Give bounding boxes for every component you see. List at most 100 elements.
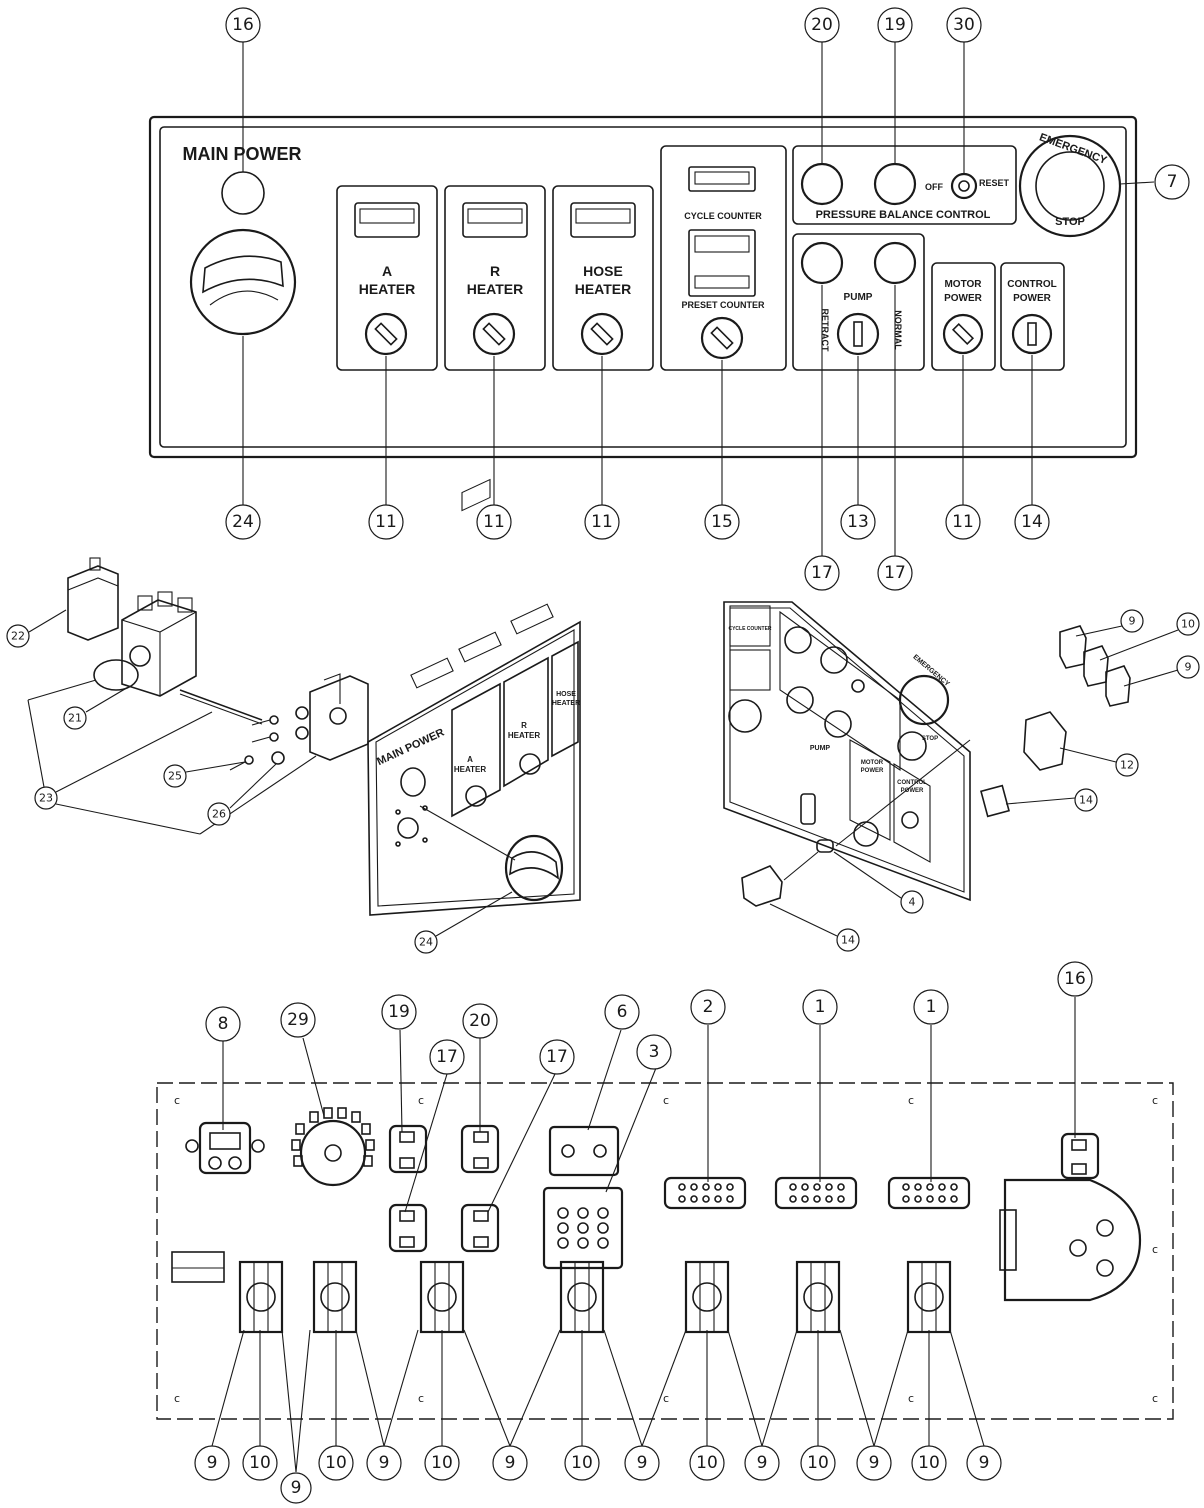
heater-hose-selector-switch [580,312,624,356]
emergency-stop-button: EMERGENCY STOP [1018,131,1122,238]
callout-label: 11 [483,512,505,532]
mount-mark: c [1152,1392,1158,1405]
contact-block-stack [906,1260,952,1334]
exp-cycle-label: CYCLE COUNTER [728,626,771,632]
callout-label: 20 [469,1011,491,1031]
callout-label: 10 [696,1453,718,1473]
callout-label: 9 [207,1453,218,1473]
front-panel: MAIN POWER A HEATER R HEATER [148,115,1138,459]
callout-label: 20 [811,15,833,35]
callout-circle: 1 [802,989,838,1025]
lamp-holder [460,1124,500,1174]
callout-label: 2 [703,997,714,1017]
callout-label: 25 [168,770,182,783]
callout-circle: 14 [836,928,860,952]
retract-label: RETRACT [820,309,830,352]
pump-gauge-left [800,241,844,285]
callout-label: 8 [218,1014,229,1034]
pressure-gauge-left [800,162,844,206]
callout-label: 15 [711,512,733,532]
callout-circle: 8 [205,1006,241,1042]
callout-circle: 25 [163,764,187,788]
pilot-light-base [185,1121,265,1175]
callout-label: 19 [884,15,906,35]
cycle-counter-label: CYCLE COUNTER [684,211,762,221]
pressure-balance-module: OFF RESET PRESSURE BALANCE CONTROL [792,145,1017,225]
mount-mark: c [174,1392,180,1405]
contact-block-stack [238,1260,284,1334]
control-power-switch [1011,313,1053,355]
mounting-screws [229,706,309,771]
callout-label: 11 [952,512,974,532]
callout-label: 10 [249,1453,271,1473]
preset-counter-switch [700,316,744,360]
motor-power-switch [942,313,984,355]
callout-label: 9 [869,1453,880,1473]
callout-label: 17 [546,1047,568,1067]
main-power-label: MAIN POWER [183,144,302,164]
callout-label: 24 [419,936,433,949]
callout-label: 1 [815,997,826,1017]
exp-pump-label: PUMP [810,745,831,752]
exp-motor-2: POWER [861,768,884,774]
callout-circle: 29 [280,1002,316,1038]
callout-circle: 10 [424,1445,460,1481]
callout-label: 9 [291,1478,302,1498]
indicator-holder [1060,1132,1100,1180]
callout-label: 19 [388,1002,410,1022]
exp-motor-1: MOTOR [861,760,884,766]
callout-label: 17 [884,563,906,583]
lamp-holder [388,1124,428,1174]
control-power-title-1: CONTROL [1007,279,1056,290]
mount-mark: c [1152,1094,1158,1107]
contact-block-stack [795,1260,841,1334]
multi-pin-connector [542,1186,624,1270]
callout-label: 16 [232,15,254,35]
callout-label: 14 [1021,512,1043,532]
callout-circle: 16 [1057,961,1093,997]
contact-blocks [980,625,1131,818]
lamp-holder [388,1203,428,1253]
pressure-balance-dial [950,172,978,200]
callout-circle: 17 [429,1039,465,1075]
callout-circle: 19 [877,7,913,43]
callout-circle: 17 [804,555,840,591]
power-indicator-light [221,171,265,215]
contact-block-stack [419,1260,465,1334]
callout-circle: 9 [1120,609,1144,633]
callout-circle: 21 [63,706,87,730]
callout-circle: 13 [840,504,876,540]
back-panel: c c c c c c c c c c c [156,1082,1174,1420]
emergency-stop-body [999,1178,1142,1302]
mount-mark: c [418,1094,424,1107]
callout-label: 12 [1120,759,1134,772]
callout-label: 9 [637,1453,648,1473]
exp-r-heater-2: HEATER [508,731,541,740]
callout-circle: 23 [34,786,58,810]
motor-power-title-1: MOTOR [944,279,982,290]
normal-label: NORMAL [893,310,903,350]
callout-label: 10 [1181,618,1195,631]
callout-circle: 1 [913,989,949,1025]
callout-label: 26 [212,808,226,821]
rotary-knob [504,834,564,902]
contact-block-stack [312,1260,358,1334]
callout-label: 13 [847,512,869,532]
motor-power-title-2: POWER [944,293,983,304]
control-power-title-2: POWER [1013,293,1052,304]
callout-label: 7 [1167,172,1178,192]
control-power-module: CONTROL POWER [1000,262,1065,371]
callout-circle: 9 [624,1445,660,1481]
callout-circle: 10 [911,1445,947,1481]
back-bottom-callouts: 9 10 9 10 9 10 9 10 9 10 9 10 9 10 9 [194,1329,1002,1504]
lamp-bulb [816,839,834,853]
main-power-knob [189,228,297,336]
callout-label: 4 [909,896,916,909]
callout-circle: 10 [689,1445,725,1481]
callout-label: 9 [379,1453,390,1473]
heater-hose-title-1: HOSE [583,263,623,279]
callout-circle: 24 [225,504,261,540]
callout-circle: 9 [366,1445,402,1481]
callout-label: 21 [68,712,82,725]
